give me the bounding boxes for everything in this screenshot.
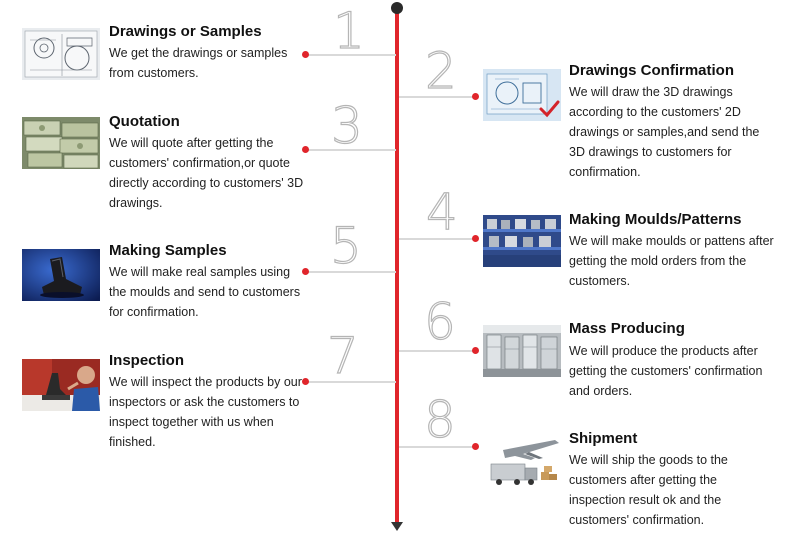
step-title-6: Mass Producing bbox=[569, 320, 685, 337]
timeline-start-knob bbox=[391, 2, 403, 14]
step-number-3: 3 bbox=[330, 97, 363, 155]
mould-rack-image bbox=[483, 215, 561, 267]
microscope-inspector-image bbox=[22, 359, 100, 411]
step-title-8: Shipment bbox=[569, 430, 638, 447]
blueprint-checkmark-image bbox=[483, 69, 561, 121]
branch-line-8 bbox=[399, 446, 475, 448]
step-number-2: 2 bbox=[424, 42, 457, 100]
step-title-4: Making Moulds/Patterns bbox=[569, 211, 742, 228]
step-desc-5: We will make real samples using the moul… bbox=[109, 265, 301, 319]
step-dot-5 bbox=[302, 268, 309, 275]
branch-line-3 bbox=[306, 149, 396, 151]
step-number-5: 5 bbox=[329, 217, 362, 275]
step-title-2: Drawings Confirmation bbox=[569, 62, 735, 79]
step-desc-3: We will quote after getting the customer… bbox=[109, 136, 304, 210]
money-stack-image bbox=[22, 117, 100, 169]
step-number-7: 7 bbox=[326, 327, 359, 385]
step-desc-8: We will ship the goods to the customers … bbox=[569, 453, 728, 527]
step-title-7: Inspection bbox=[109, 352, 185, 369]
factory-image bbox=[483, 325, 561, 377]
branch-line-1 bbox=[306, 54, 396, 56]
branch-line-5 bbox=[306, 271, 396, 273]
step-desc-2: We will draw the 3D drawings according t… bbox=[569, 85, 760, 179]
step-desc-4: We will make moulds or pattens after get… bbox=[569, 234, 774, 288]
technical-drawing-image bbox=[22, 28, 100, 80]
branch-line-2 bbox=[399, 96, 475, 98]
step-dot-6 bbox=[472, 347, 479, 354]
step-title-5: Making Samples bbox=[109, 242, 227, 259]
plane-truck-image bbox=[483, 436, 561, 488]
timeline-end-arrow-icon bbox=[391, 522, 403, 531]
step-title-1: Drawings or Samples bbox=[109, 23, 262, 40]
timeline-spine bbox=[395, 8, 399, 524]
step-title-3: Quotation bbox=[109, 113, 180, 130]
step-dot-1 bbox=[302, 51, 309, 58]
step-number-1: 1 bbox=[332, 2, 365, 60]
step-number-6: 6 bbox=[423, 293, 456, 351]
step-number-8: 8 bbox=[423, 391, 456, 449]
step-desc-6: We will produce the products after getti… bbox=[569, 344, 763, 398]
step-dot-7 bbox=[302, 378, 309, 385]
metal-sample-image bbox=[22, 249, 100, 301]
step-dot-3 bbox=[302, 146, 309, 153]
branch-line-7 bbox=[306, 381, 396, 383]
branch-line-4 bbox=[399, 238, 475, 240]
step-number-4: 4 bbox=[425, 183, 458, 241]
step-desc-1: We get the drawings or samples from cust… bbox=[109, 46, 288, 80]
step-dot-4 bbox=[472, 235, 479, 242]
branch-line-6 bbox=[399, 350, 475, 352]
step-dot-2 bbox=[472, 93, 479, 100]
step-dot-8 bbox=[472, 443, 479, 450]
step-desc-7: We will inspect the products by our insp… bbox=[109, 375, 302, 449]
